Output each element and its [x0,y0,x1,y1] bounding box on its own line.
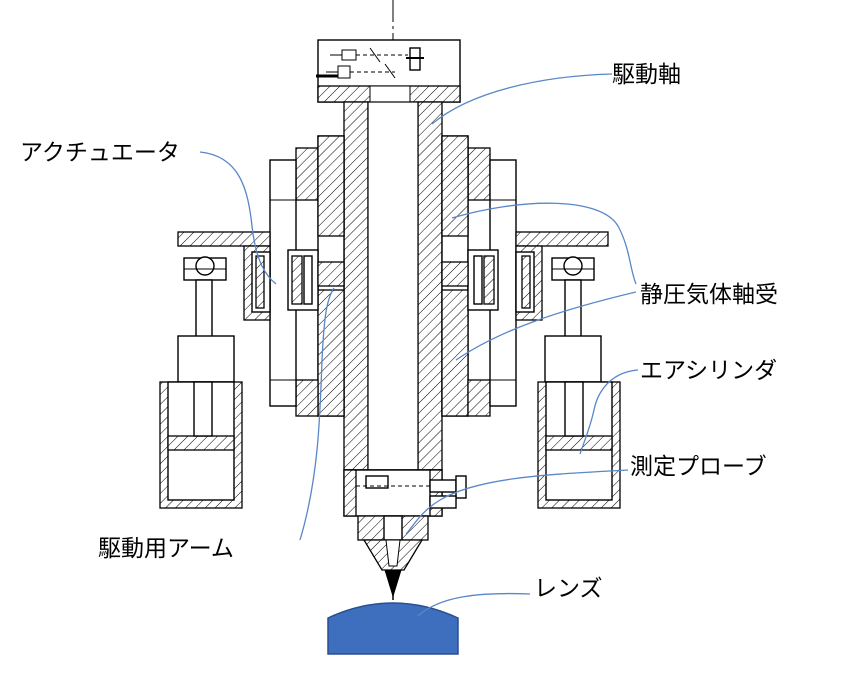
labels: 駆動軸 アクチュエータ 静圧気体軸受 エアシリンダ 測定プローブ 駆動用アーム … [20,62,778,602]
leader-air-bearing-upper [451,202,637,285]
lens [327,602,459,655]
label-air-cylinder: エアシリンダ [640,358,777,384]
leader-air-bearing-lower [455,291,637,361]
leader-drive-arm [299,287,335,541]
label-drive-shaft: 駆動軸 [612,62,681,88]
leader-lens [417,592,531,617]
label-air-bearing: 静圧気体軸受 [640,282,778,308]
leader-actuator [199,151,277,285]
leader-drive-shaft [431,73,613,125]
top-sensor-box [316,39,461,103]
housing-left [269,135,345,417]
leader-lines [199,73,639,617]
housing-right [441,135,517,417]
probe-assembly [343,469,467,600]
label-probe: 測定プローブ [630,454,767,480]
leader-probe [405,469,629,535]
right-cylinder-assembly [515,231,621,509]
label-actuator: アクチュエータ [20,140,180,166]
drive-shaft [343,101,443,471]
label-drive-arm: 駆動用アーム [98,536,234,562]
label-lens: レンズ [534,576,603,602]
leader-air-cylinder [579,369,639,455]
left-cylinder-assembly [159,231,271,509]
